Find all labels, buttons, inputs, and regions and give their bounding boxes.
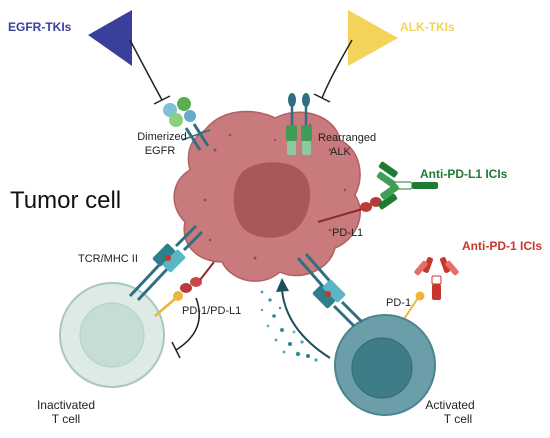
anti-pd1-label: Anti-PD-1 ICIs [462, 239, 542, 253]
inactivated-t-cell [59, 282, 165, 388]
egfr-tki-label: EGFR-TKIs [8, 20, 72, 34]
activated-label-line2: T cell [444, 412, 472, 426]
activated-t-cell [334, 314, 436, 416]
inactivated-label-line2: T cell [52, 412, 80, 426]
egfr-label-line2: EGFR [145, 145, 176, 157]
pd1-label: PD-1 [386, 297, 411, 309]
egfr-tki-triangle [88, 10, 132, 66]
egfr-inhibition-line [129, 39, 171, 105]
cytotoxic-arrow [276, 278, 331, 359]
pd1-inhibition-line [171, 297, 200, 359]
alk-receptor [286, 93, 312, 155]
tumor-cell [173, 110, 361, 282]
alk-tki-triangle [348, 10, 398, 66]
alk-label-line2: ALK [330, 146, 351, 158]
anti-pdl1-antibody [376, 161, 438, 210]
pdl1-label: PD-L1 [332, 227, 363, 239]
inactivated-label-line1: Inactivated [37, 398, 95, 412]
alk-label-line1: Rearranged [318, 132, 376, 144]
egfr-label-line1: Dimerized [137, 131, 187, 143]
egfr-receptor [163, 97, 211, 151]
alk-tki-label: ALK-TKIs [400, 20, 455, 34]
anti-pd1-antibody [414, 257, 459, 300]
alk-inhibition-line [313, 39, 353, 103]
pd1-pdl1-complex [154, 261, 215, 317]
tcr-mhc-complex-inactive [128, 224, 204, 302]
tcr-mhc-label: TCR/MHC II [78, 253, 138, 265]
activated-label-line1: Activated [425, 398, 474, 412]
tcr-mhc-complex-active [296, 253, 364, 328]
anti-pdl1-label: Anti-PD-L1 ICIs [420, 167, 508, 181]
pd1-pdl1-label: PD-1/PD-L1 [182, 305, 241, 317]
cytotoxic-granules [260, 290, 318, 362]
page-title: Tumor cell [10, 187, 121, 214]
